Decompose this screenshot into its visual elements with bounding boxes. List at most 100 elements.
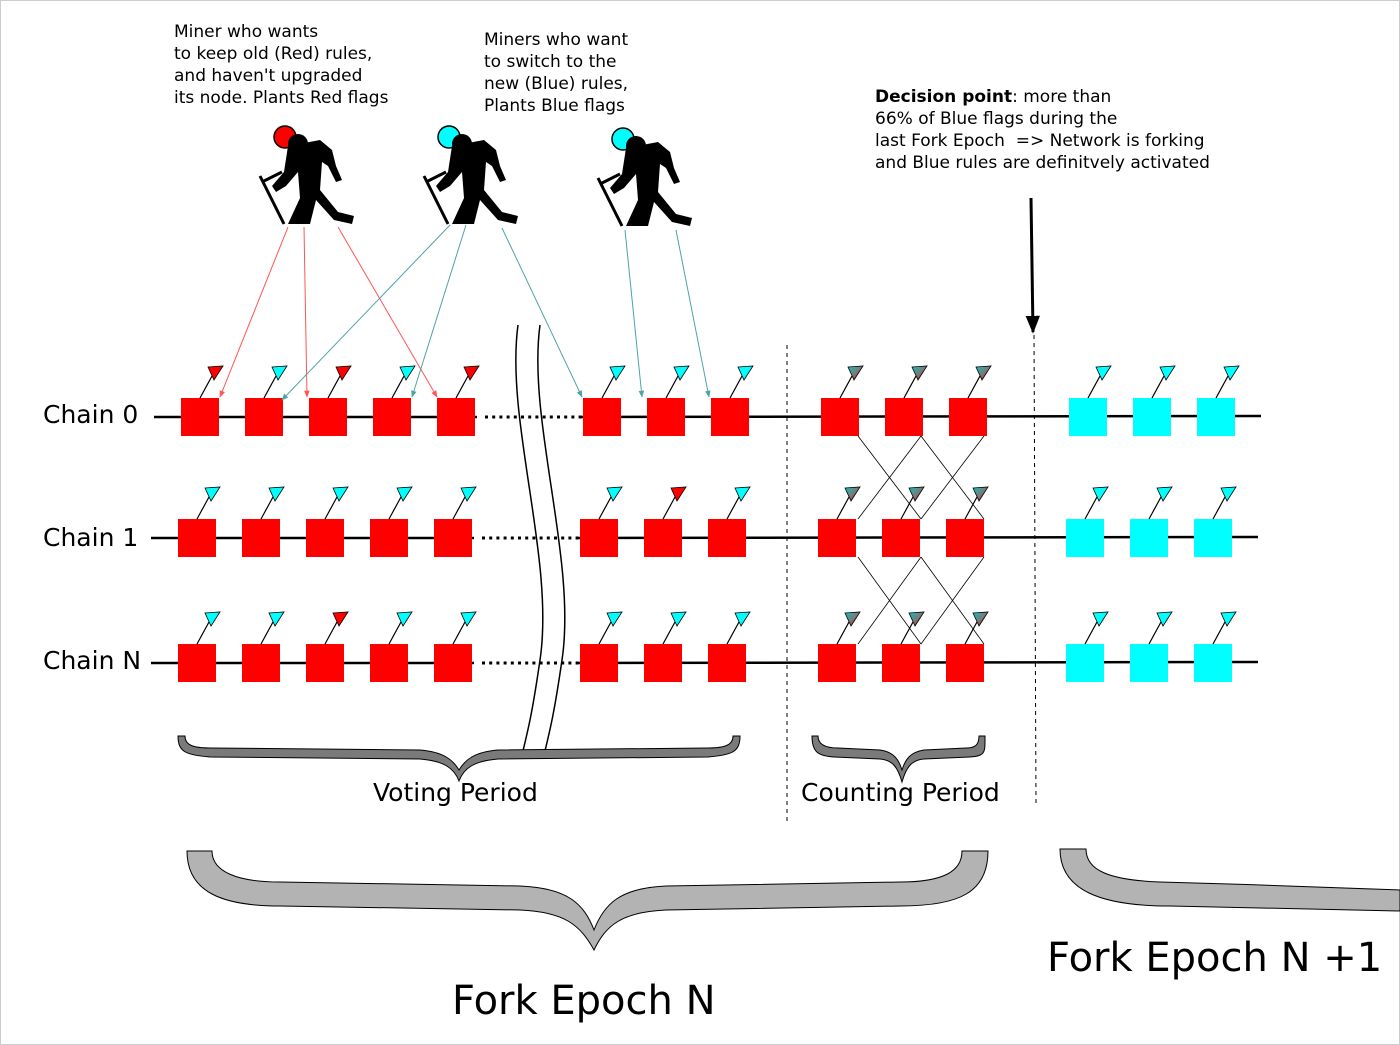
gap-dot <box>528 415 532 419</box>
flag-icon <box>839 365 864 399</box>
gap-dot <box>535 415 539 419</box>
fork-epoch-n-plus-1-brace <box>1059 848 1400 912</box>
red-block <box>306 519 344 557</box>
fork-epoch-n-plus-1-label: Fork Epoch N +1 <box>1047 935 1383 981</box>
flags <box>196 365 1240 645</box>
flag-icon <box>260 611 285 645</box>
flag-icon <box>260 486 285 520</box>
flag-icon <box>324 486 349 520</box>
flag-icon <box>391 365 416 399</box>
gap-dot <box>496 536 500 540</box>
decision-point-caption: Decision point: more than 66% of Blue fl… <box>875 86 1210 174</box>
counting-period-brace <box>811 735 986 784</box>
flag-icon <box>1151 365 1176 399</box>
gap-dot <box>561 661 565 665</box>
gap-dot <box>539 536 543 540</box>
red-block <box>306 644 344 682</box>
flag-icon <box>1148 611 1173 645</box>
flag-icon <box>1212 486 1237 520</box>
flag-icon <box>196 611 221 645</box>
flag-icon <box>726 486 751 520</box>
gap-dot <box>554 536 557 540</box>
flag-icon <box>900 486 925 520</box>
flag-icon <box>452 611 477 645</box>
flag-icon <box>964 611 989 645</box>
gap-dot <box>510 536 514 540</box>
counting-block <box>818 519 856 557</box>
gap-dot <box>506 415 510 419</box>
gap-dot <box>554 661 557 665</box>
red-block <box>178 644 216 682</box>
red-block <box>708 519 746 557</box>
flag-icon <box>388 486 413 520</box>
red-block <box>434 644 472 682</box>
flag-icon <box>1212 611 1237 645</box>
flag-icon <box>1087 365 1112 399</box>
red-block <box>711 398 749 436</box>
gap-dot <box>532 536 536 540</box>
gap-dot <box>546 536 550 540</box>
gap-dot <box>549 415 553 419</box>
gap-dot <box>518 661 521 665</box>
red-miner-icon <box>258 125 354 225</box>
flag-icon <box>726 611 751 645</box>
gap-dot <box>568 661 572 665</box>
red-block <box>647 398 685 436</box>
gap-dot <box>489 661 493 665</box>
flag-icon <box>196 486 221 520</box>
blue-block <box>1197 398 1235 436</box>
blue-block <box>1130 644 1168 682</box>
blue-miner-icon <box>422 125 518 225</box>
counting-block <box>821 398 859 436</box>
blue-block <box>1133 398 1171 436</box>
flag-icon <box>1084 611 1109 645</box>
blue-block <box>1066 644 1104 682</box>
red-block <box>644 519 682 557</box>
flag-icon <box>598 611 623 645</box>
fork-epoch-n-brace <box>186 850 989 952</box>
gap-dot <box>575 661 579 665</box>
dotted-gaps <box>482 415 582 665</box>
flag-icon <box>665 365 690 399</box>
red-block <box>580 519 618 557</box>
counting-block <box>885 398 923 436</box>
voting-period-label: Voting Period <box>373 778 538 807</box>
red-block <box>242 519 280 557</box>
decision-arrow <box>1025 197 1040 334</box>
cross-links <box>857 435 985 645</box>
gap-dot <box>521 415 524 419</box>
flag-icon <box>662 486 687 520</box>
blue-block <box>1130 519 1168 557</box>
gap-dot <box>482 661 485 665</box>
counting-block <box>882 519 920 557</box>
blocks <box>178 398 1235 682</box>
blue-block <box>1069 398 1107 436</box>
flag-icon <box>199 365 224 399</box>
gap-dot <box>503 536 507 540</box>
red-block <box>580 644 618 682</box>
cross-link <box>857 435 922 520</box>
flag-icon <box>1084 486 1109 520</box>
fork-epoch-n-label: Fork Epoch N <box>452 978 716 1024</box>
gap-dot <box>482 536 485 540</box>
miner-arrows <box>219 224 711 401</box>
gap-dot <box>532 661 536 665</box>
gap-dot <box>578 415 582 419</box>
gap-dot <box>525 536 529 540</box>
blue-block <box>1066 519 1104 557</box>
time-break <box>537 324 566 756</box>
red-block <box>242 644 280 682</box>
flag-icon <box>601 365 626 399</box>
red-block <box>181 398 219 436</box>
counting-block <box>949 398 987 436</box>
red-block <box>373 398 411 436</box>
gap-dot <box>539 661 543 665</box>
counting-period-label: Counting Period <box>801 778 1000 807</box>
flag-icon <box>964 486 989 520</box>
blue-miners-caption: Miners who want to switch to the new (Bl… <box>484 30 629 116</box>
red-block <box>583 398 621 436</box>
flag-icon <box>263 365 288 399</box>
red-block <box>370 644 408 682</box>
voting-period-brace <box>177 735 741 783</box>
cross-link <box>920 556 985 645</box>
